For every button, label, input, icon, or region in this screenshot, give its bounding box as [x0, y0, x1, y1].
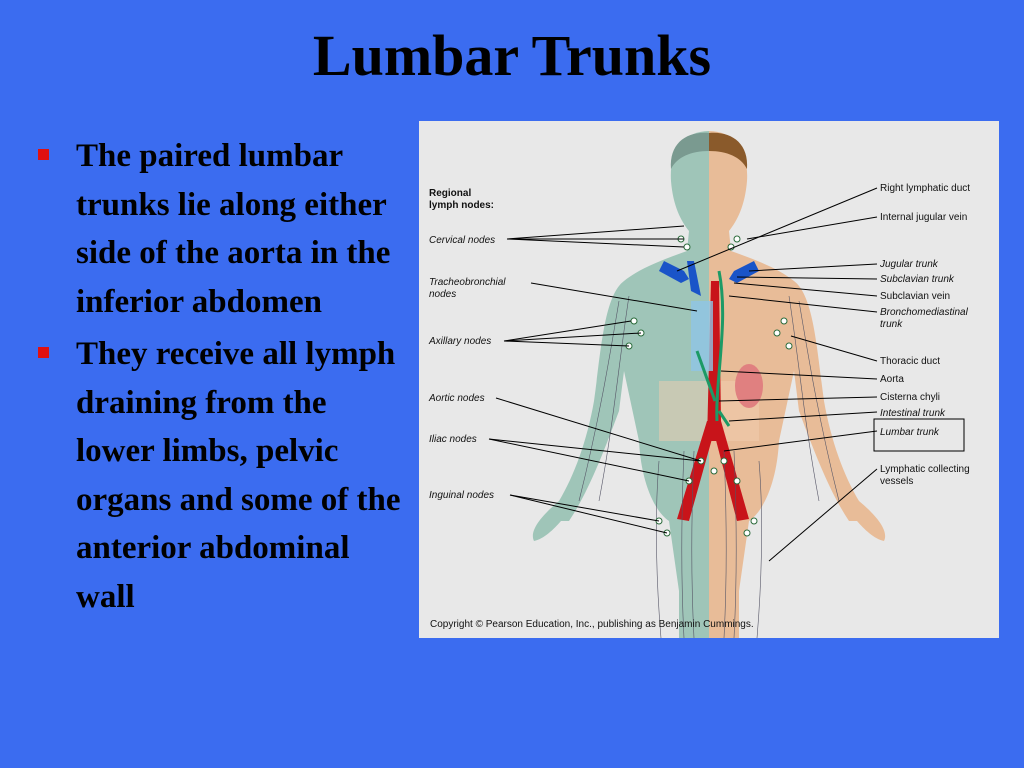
label-internal-jugular-vein: Internal jugular vein: [880, 212, 967, 223]
lumbar-trunk-highlight-box: [873, 418, 965, 452]
label-jugular-trunk: Jugular trunk: [879, 259, 939, 270]
lymphatic-diagram: Regional lymph nodes: Cervical nodes Tra…: [428, 131, 970, 638]
label-bronchomediastinal-2: trunk: [880, 319, 903, 330]
label-tracheobronchial: Tracheobronchial: [429, 277, 506, 288]
label-intestinal-trunk: Intestinal trunk: [880, 408, 946, 419]
lymphatic-vessels: [578, 295, 840, 638]
leader-lines: [488, 187, 878, 562]
label-lymphatic-collecting-2: vessels: [880, 476, 913, 487]
copyright-notice: Copyright © Pearson Education, Inc., pub…: [430, 619, 754, 630]
vessels: [659, 261, 763, 521]
heading-line-1: Regional: [429, 188, 471, 199]
label-cervical-nodes: Cervical nodes: [429, 235, 495, 246]
bullet-square-icon: [38, 347, 49, 358]
heading-line-2: lymph nodes:: [429, 200, 494, 211]
bullet-text: The paired lumbar trunks lie along eithe…: [76, 138, 391, 320]
label-inguinal-nodes: Inguinal nodes: [429, 490, 494, 501]
label-lymphatic-collecting: Lymphatic collecting: [880, 464, 970, 475]
bullet-item: They receive all lymph draining from the…: [38, 330, 408, 621]
bullet-text: They receive all lymph draining from the…: [76, 336, 401, 615]
label-bronchomediastinal: Bronchomediastinal: [880, 307, 969, 318]
slide-title: Lumbar Trunks: [312, 23, 712, 88]
label-thoracic-duct: Thoracic duct: [880, 356, 940, 367]
label-aortic-nodes: Aortic nodes: [428, 393, 485, 404]
label-axillary-nodes: Axillary nodes: [428, 336, 491, 347]
label-right-lymphatic-duct: Right lymphatic duct: [880, 183, 970, 194]
label-lumbar-trunk: Lumbar trunk: [880, 427, 940, 438]
bullet-square-icon: [38, 149, 49, 160]
label-iliac-nodes: Iliac nodes: [429, 434, 477, 445]
label-aorta: Aorta: [880, 374, 904, 385]
lymphatic-system-figure: Regional lymph nodes: Cervical nodes Tra…: [419, 121, 999, 638]
bullet-list: The paired lumbar trunks lie along eithe…: [38, 132, 408, 625]
label-subclavian-vein: Subclavian vein: [880, 291, 950, 302]
bullet-item: The paired lumbar trunks lie along eithe…: [38, 132, 408, 326]
label-subclavian-trunk: Subclavian trunk: [880, 274, 955, 285]
label-cisterna-chyli: Cisterna chyli: [880, 392, 940, 403]
label-tracheobronchial-2: nodes: [429, 289, 456, 300]
